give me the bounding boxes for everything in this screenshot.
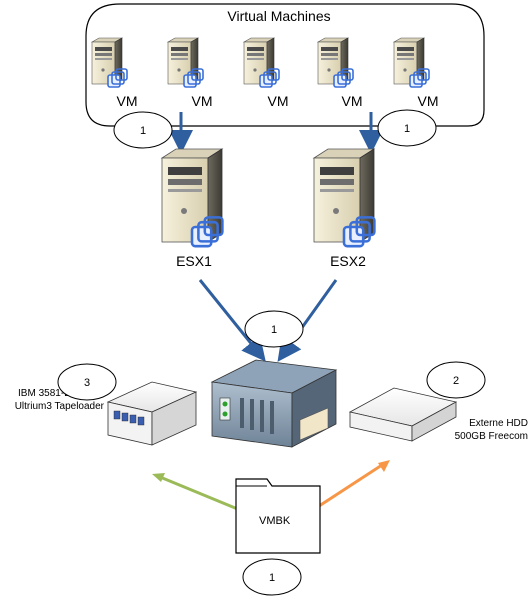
vm-label-2: VM xyxy=(192,93,213,109)
vm-5 xyxy=(393,37,430,88)
vm-label-3: VM xyxy=(268,93,289,109)
vm-4 xyxy=(317,37,354,88)
tape-slot-icon xyxy=(113,410,121,420)
external-hdd-label-1: Externe HDD xyxy=(469,418,528,429)
vm-1 xyxy=(91,37,128,88)
arrow-head-orange xyxy=(378,460,390,472)
arrow-esx1-to-backup xyxy=(198,279,266,362)
backup-server xyxy=(210,359,338,448)
vmbk-label: VMBK xyxy=(259,515,291,527)
step-marker-1: 1 xyxy=(113,111,173,149)
vm-label-1: VM xyxy=(117,93,138,109)
vm-2 xyxy=(167,37,204,88)
esx1-label: ESX1 xyxy=(176,253,212,269)
svg-text:1: 1 xyxy=(269,572,275,584)
tape-slot-icon xyxy=(137,416,145,426)
arrow-head-green xyxy=(152,473,165,482)
group-box-title: Virtual Machines xyxy=(227,8,330,24)
svg-text:1: 1 xyxy=(271,324,277,336)
external-hdd xyxy=(348,387,458,442)
tape-loader-label-1: IBM 3581-L3H LVD xyxy=(18,388,104,399)
step-marker-6: 1 xyxy=(242,558,302,596)
tape-slot-icon xyxy=(121,412,129,422)
vm-label-4: VM xyxy=(342,93,363,109)
vmbk-folder xyxy=(235,478,321,554)
group-box-frame xyxy=(85,3,485,127)
virtual-machines-group: Virtual Machines xyxy=(85,3,485,127)
arrow-to-tape-loader xyxy=(159,475,241,512)
step-marker-4: 3 xyxy=(57,363,117,401)
svg-text:3: 3 xyxy=(84,377,90,389)
external-hdd-label-2: 500GB Freecom xyxy=(455,431,528,442)
step-marker-5: 2 xyxy=(426,361,486,399)
svg-text:1: 1 xyxy=(404,123,410,135)
tape-loader-label-2: Ultrium3 Tapeloader xyxy=(15,401,105,412)
esx2-host xyxy=(313,148,376,248)
vm-label-5: VM xyxy=(418,93,439,109)
tape-loader xyxy=(106,381,198,446)
svg-text:1: 1 xyxy=(140,125,146,137)
step-marker-3: 1 xyxy=(244,310,304,348)
folder-icon xyxy=(235,478,321,554)
arrow-to-external-hdd xyxy=(315,463,383,510)
step-marker-2: 1 xyxy=(377,109,437,147)
esx2-label: ESX2 xyxy=(330,253,366,269)
vm-3 xyxy=(243,37,280,88)
tape-slot-icon xyxy=(129,414,137,424)
esx1-host xyxy=(161,148,224,248)
svg-text:2: 2 xyxy=(453,375,459,387)
